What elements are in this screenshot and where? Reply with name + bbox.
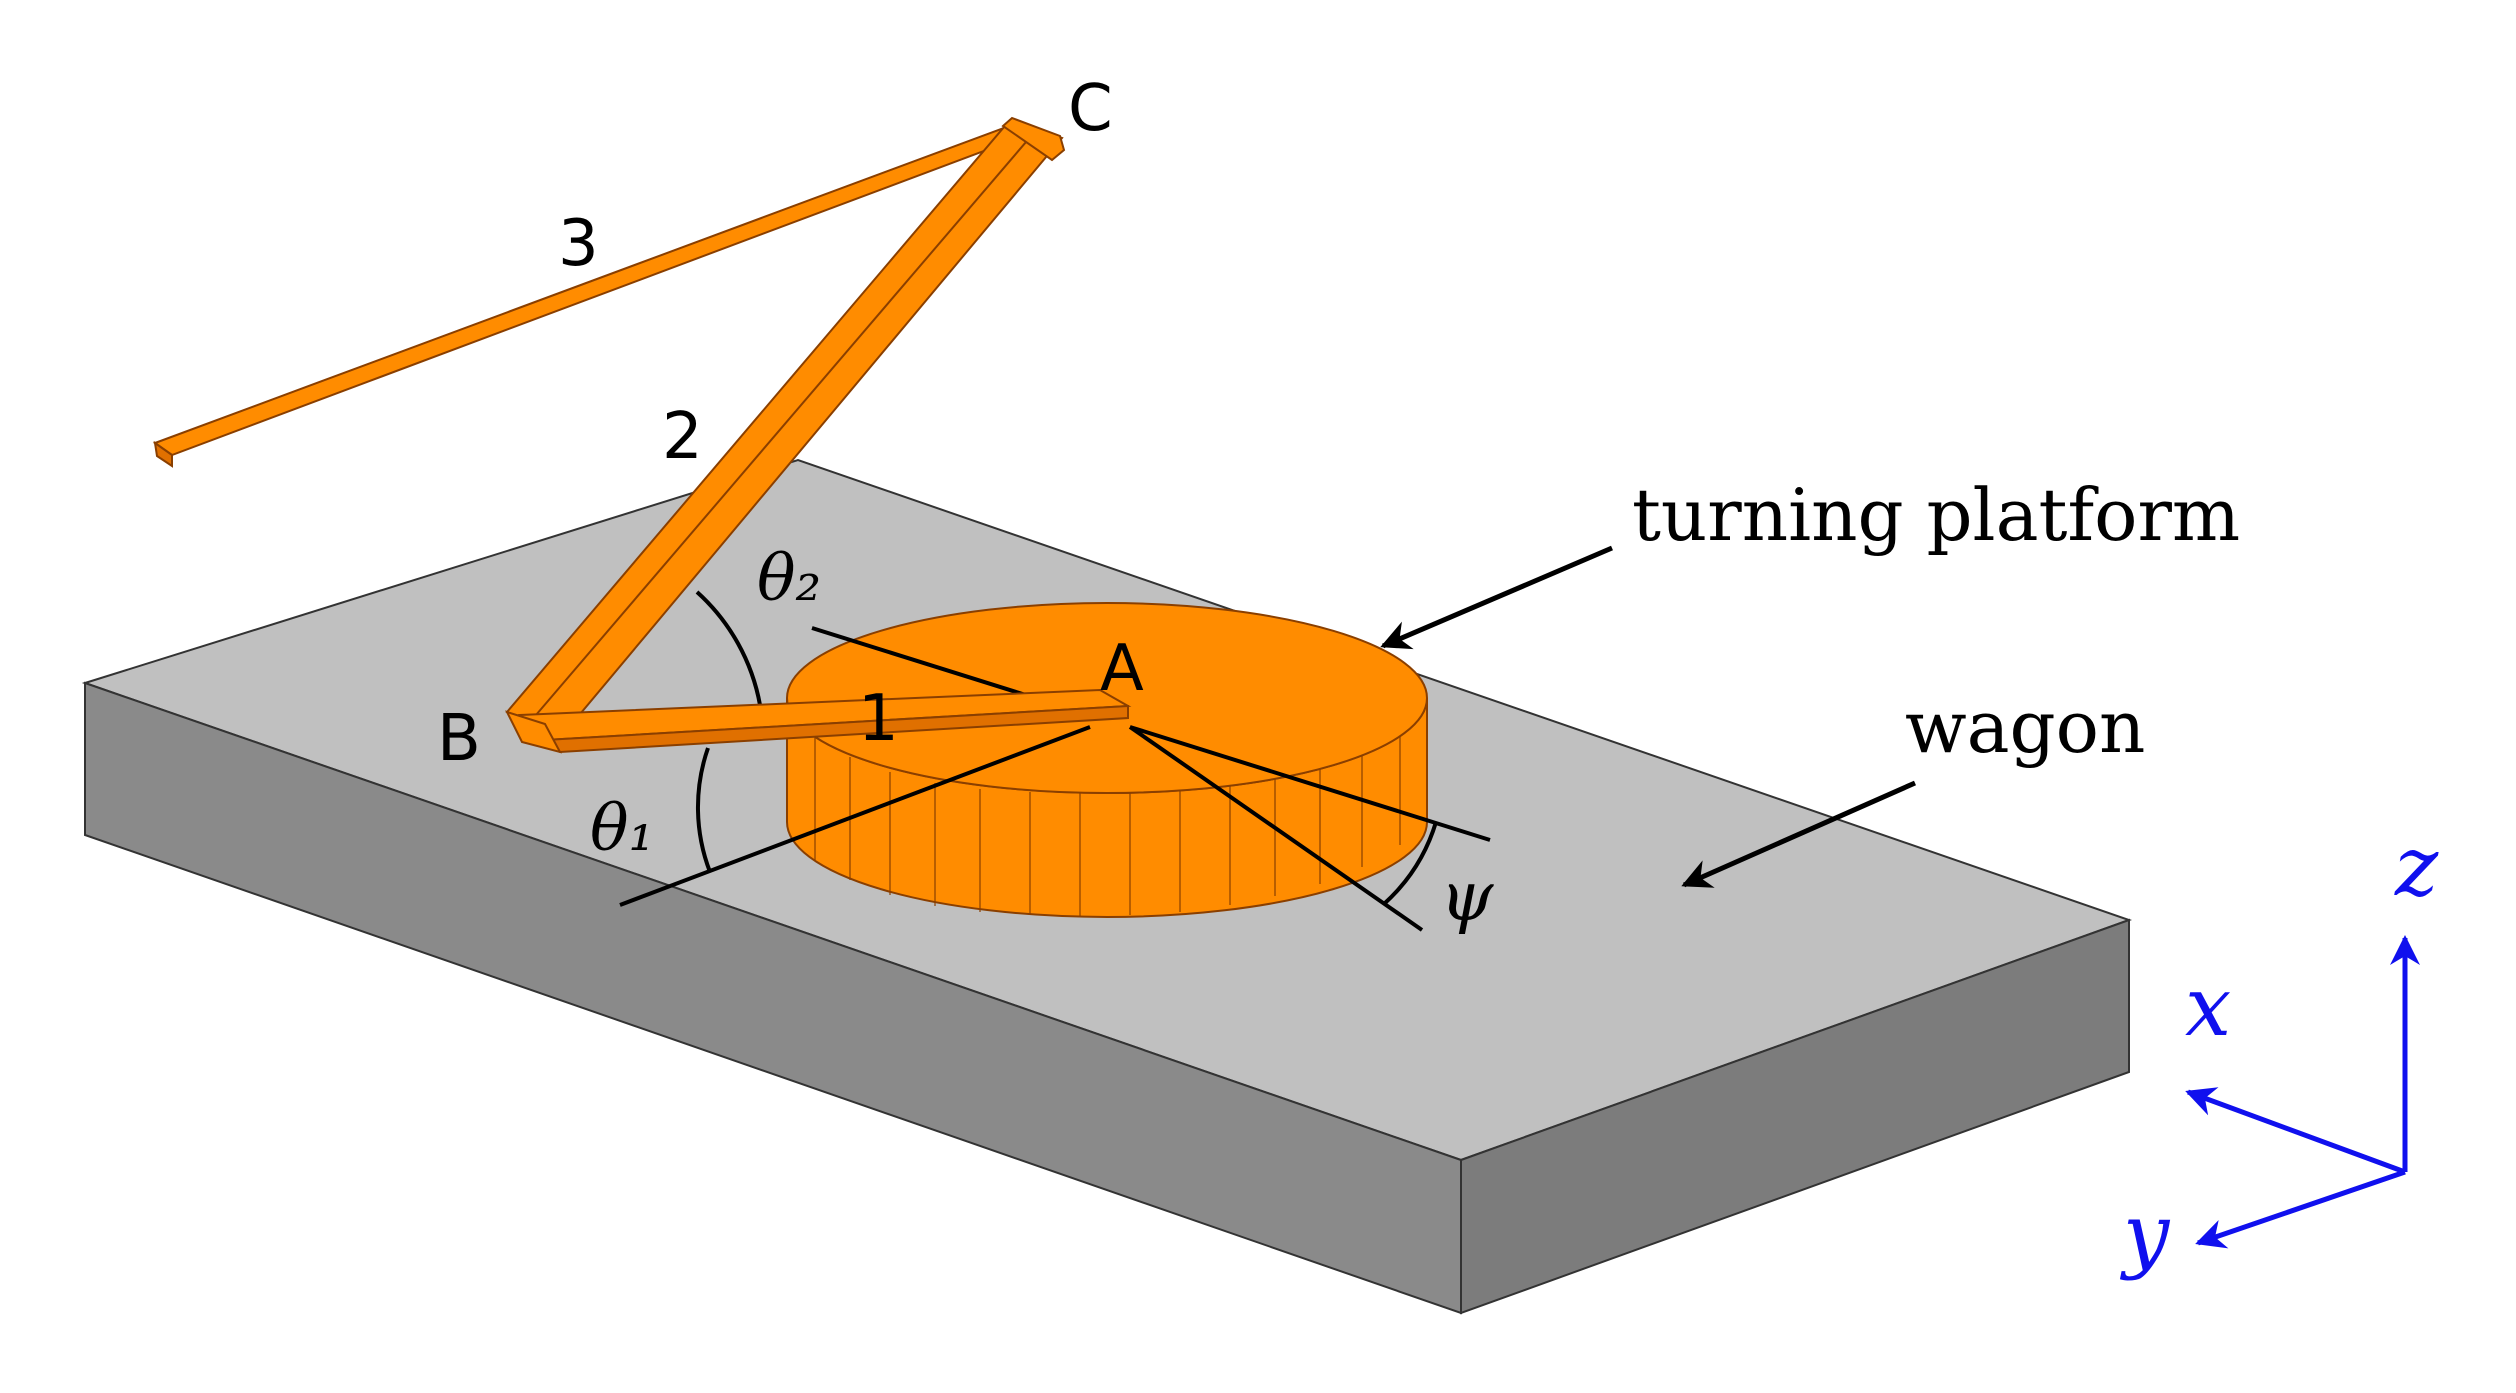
angle-lines [619,590,1491,932]
coordinate-axes [2185,935,2420,1249]
annotation-arrows [1380,545,1917,888]
x-axis-arrow [2185,1087,2406,1175]
label-point-c: C [1068,72,1113,146]
label-theta-1: θ₁ [590,792,654,866]
axis-label-z: z [2394,820,2439,915]
theta1-arc [695,747,712,873]
axis-label-y: y [2119,1187,2171,1282]
psi-arc [1383,821,1438,905]
label-turning-platform: turning platform [1632,473,2240,557]
reference-line-psi-b [1128,725,1424,932]
label-psi: ψ [1440,858,1494,937]
joint-b [505,710,562,754]
turning-platform-arrow [1380,545,1613,650]
robot-arm [152,116,1132,754]
theta2-arc [695,590,762,706]
wagon-side-face [1460,918,2130,1315]
joint-c [1001,116,1066,162]
label-link-1: 1 [858,682,899,756]
label-theta-2: θ₂ [757,542,821,616]
reference-line-theta1 [619,725,1091,907]
label-link-3: 3 [558,207,599,281]
labels: A B C 1 2 3 θ₁ θ₂ ψ turning platform wag… [437,72,2439,1282]
y-axis-arrow [2195,1169,2406,1249]
label-point-a: A [1100,632,1144,706]
label-wagon: wagon [1905,685,2145,769]
reference-line-psi-a [1129,725,1491,842]
axis-label-x: x [2185,960,2231,1055]
label-link-2: 2 [662,400,703,474]
platform-ribs [814,724,1401,916]
turning-platform [786,602,1428,918]
wagon-arrow [1681,780,1917,888]
label-point-b: B [437,702,481,776]
link-3-side [153,440,173,468]
